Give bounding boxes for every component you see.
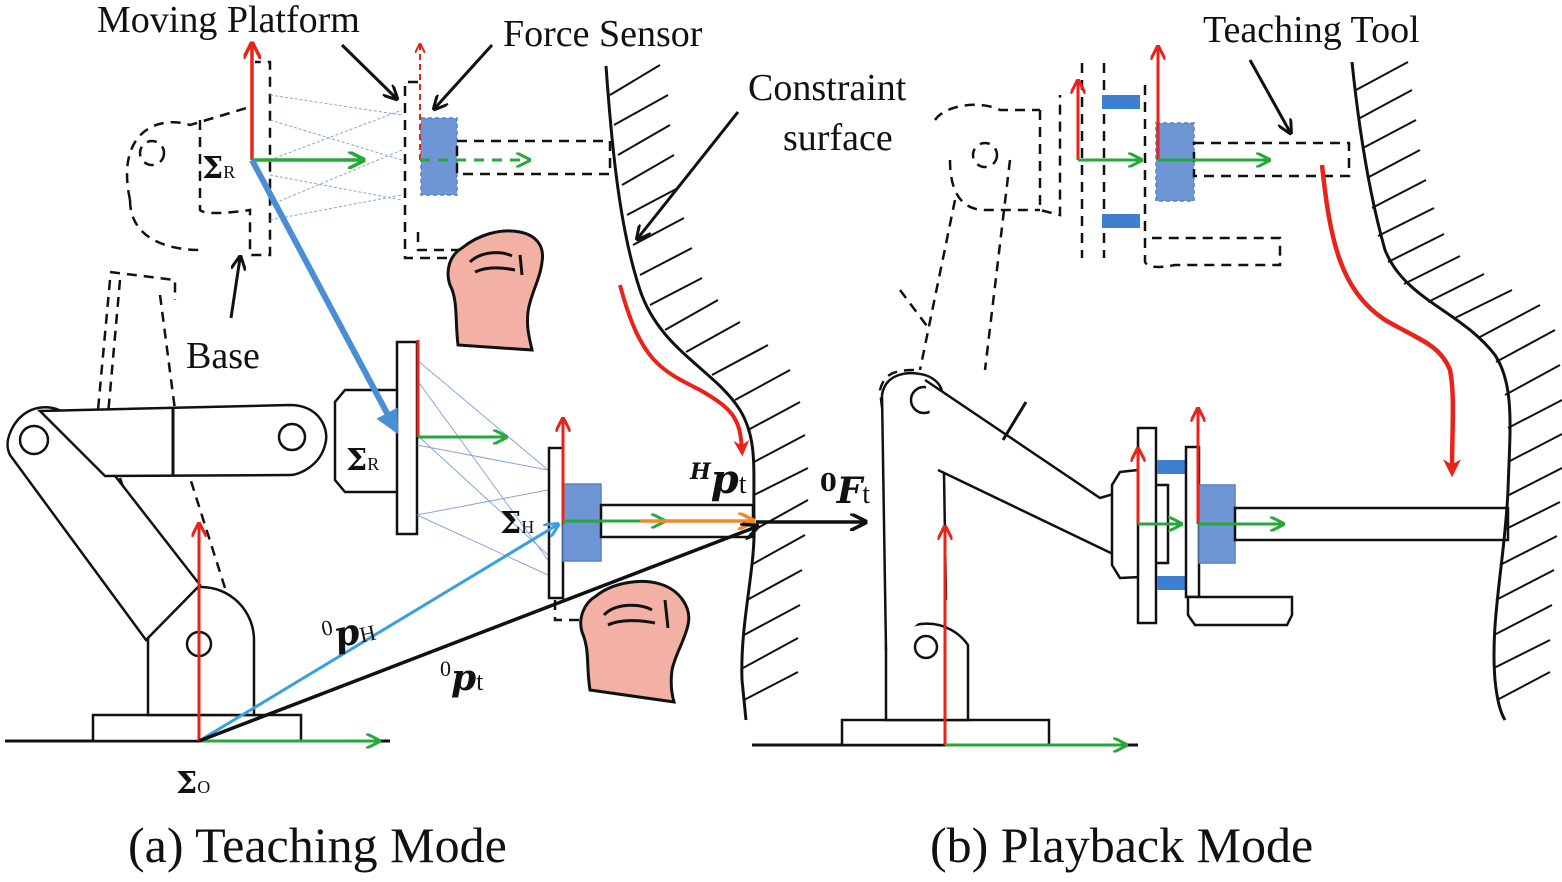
- label-teaching-tool: Teaching Tool: [1203, 9, 1420, 51]
- label-force-sensor: Force Sensor: [503, 13, 703, 55]
- tool-grip-b: [1186, 595, 1294, 627]
- label-constraint-surface-1: Constraint: [748, 67, 907, 109]
- moving-platform-plate: [395, 340, 419, 536]
- label-frame-R-ghost: ΣR: [202, 151, 235, 186]
- constraint-hatching-b: [1355, 61, 1562, 701]
- panel-playback-mode: Teaching Tool (b) Playback Mode: [752, 9, 1562, 873]
- label-frame-R: ΣR: [346, 443, 379, 478]
- shoulder-joint: [18, 424, 50, 456]
- robot-upper-arm: [37, 403, 328, 478]
- cable-lines: [416, 359, 549, 576]
- label-vector-H-p-t: Hpt: [689, 456, 747, 503]
- constraint-surface-a: [604, 65, 756, 721]
- ghost-tool-shaft: [455, 139, 612, 176]
- ghost-force-sensor-b: [1155, 122, 1195, 202]
- spring-bottom-b: [1157, 576, 1189, 590]
- caption-playback-mode: (b) Playback Mode: [930, 817, 1313, 873]
- trajectory-arrow-a: [618, 284, 750, 457]
- vector-robot-displacement: [249, 158, 399, 435]
- elbow-joint: [277, 422, 307, 452]
- pointer-teaching-tool: [1248, 59, 1290, 132]
- ghost-elbow-joint: [138, 139, 166, 167]
- label-vector-p-t: 0pt: [440, 656, 484, 699]
- arm-segment-line-b: [1001, 401, 1028, 441]
- pedestal-joint-b: [913, 634, 939, 660]
- ghost-elbow-joint-b: [971, 141, 999, 169]
- ghost-force-sensor: [420, 117, 458, 196]
- ghost-arm-b: [878, 103, 1040, 611]
- ghost-tool-platform-b: [1143, 85, 1282, 269]
- handle-platform: [547, 446, 565, 600]
- pointer-force-sensor: [435, 43, 494, 108]
- ghost-wrist: [198, 60, 272, 257]
- hand-icon-top: [446, 229, 545, 352]
- panel-teaching-mode: Moving Platform Force Sensor Constraint …: [5, 0, 907, 873]
- ghost-spring-bottom: [1102, 214, 1140, 228]
- label-frame-H: ΣH: [500, 506, 534, 541]
- label-vector-F-t: 0Ft: [820, 468, 870, 512]
- constraint-surface-b: [1350, 61, 1512, 721]
- pointer-moving-platform: [340, 43, 396, 98]
- cable-lines-top: [269, 94, 403, 221]
- hand-icon-bottom: [579, 580, 691, 704]
- trajectory-arrow-b: [1319, 164, 1462, 478]
- wrist-flange-b: [1110, 468, 1142, 580]
- vector-p-H: [198, 525, 557, 743]
- label-vector-p-H: 0pH: [319, 606, 379, 659]
- label-constraint-surface-2: surface: [783, 117, 893, 159]
- label-frame-O: ΣO: [176, 766, 210, 801]
- label-base: Base: [186, 335, 260, 377]
- ghost-upper-link: [96, 270, 177, 416]
- constraint-hatching-a: [609, 64, 809, 701]
- spring-top-b: [1157, 460, 1189, 474]
- vector-p-t: [198, 527, 756, 743]
- pointer-base: [229, 258, 240, 319]
- label-moving-platform: Moving Platform: [97, 0, 360, 41]
- robot-base-plate: [91, 713, 303, 743]
- ghost-moving-platform: [403, 80, 535, 260]
- ghost-spring-top: [1102, 95, 1140, 109]
- caption-teaching-mode: (a) Teaching Mode: [128, 817, 507, 873]
- ghost-elbow: [125, 105, 251, 252]
- pointer-constraint-surface: [638, 111, 740, 238]
